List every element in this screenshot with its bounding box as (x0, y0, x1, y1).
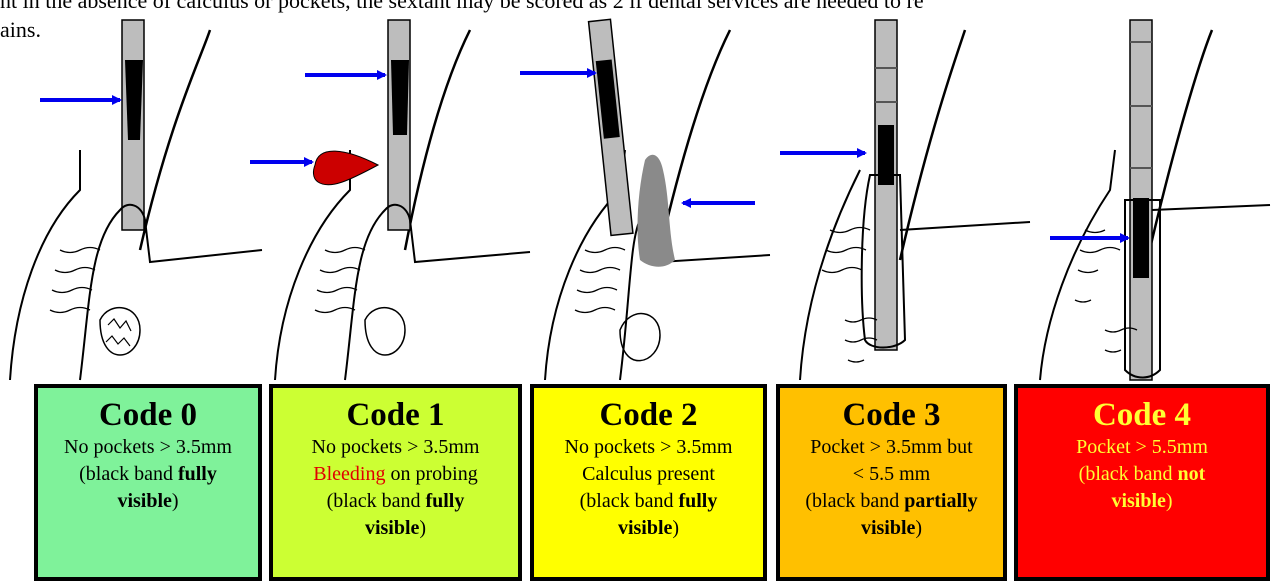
code-0-title: Code 0 (38, 396, 258, 434)
code-0-line-2: (black band fully (38, 461, 258, 488)
probe-illustrations (0, 0, 1276, 384)
code-2-line-1: No pockets > 3.5mm (534, 434, 763, 461)
code-0-line-3: visible) (38, 488, 258, 515)
panel-code-1-illustration (250, 20, 530, 380)
code-3-box: Code 3 Pocket > 3.5mm but < 5.5 mm (blac… (776, 384, 1007, 581)
code-2-line-3: (black band fully (534, 488, 763, 515)
code-1-line-4: visible) (273, 515, 518, 542)
panel-code-0-illustration (10, 20, 262, 380)
code-2-line-2: Calculus present (534, 461, 763, 488)
panel-code-2-illustration (520, 19, 770, 380)
code-3-line-1: Pocket > 3.5mm but (780, 434, 1003, 461)
panel-code-4-illustration (1040, 20, 1270, 380)
code-2-box: Code 2 No pockets > 3.5mm Calculus prese… (530, 384, 767, 581)
code-2-line-4: visible) (534, 515, 763, 542)
code-1-title: Code 1 (273, 396, 518, 434)
code-1-line-2: Bleeding on probing (273, 461, 518, 488)
code-0-box: Code 0 No pockets > 3.5mm (black band fu… (34, 384, 262, 581)
panel-code-3-illustration (780, 20, 1030, 380)
code-3-line-4: visible) (780, 515, 1003, 542)
code-1-box: Code 1 No pockets > 3.5mm Bleeding on pr… (269, 384, 522, 581)
code-0-line-1: No pockets > 3.5mm (38, 434, 258, 461)
code-3-title: Code 3 (780, 396, 1003, 434)
code-4-line-2: (black band not (1018, 461, 1266, 488)
code-4-box: Code 4 Pocket > 5.5mm (black band not vi… (1014, 384, 1270, 581)
code-3-line-2: < 5.5 mm (780, 461, 1003, 488)
code-2-title: Code 2 (534, 396, 763, 434)
code-4-line-3: visible) (1018, 488, 1266, 515)
code-1-line-3: (black band fully (273, 488, 518, 515)
bleeding-blob-icon (313, 151, 378, 185)
code-3-line-3: (black band partially (780, 488, 1003, 515)
code-4-title: Code 4 (1018, 396, 1266, 434)
code-1-line-1: No pockets > 3.5mm (273, 434, 518, 461)
code-4-line-1: Pocket > 5.5mm (1018, 434, 1266, 461)
